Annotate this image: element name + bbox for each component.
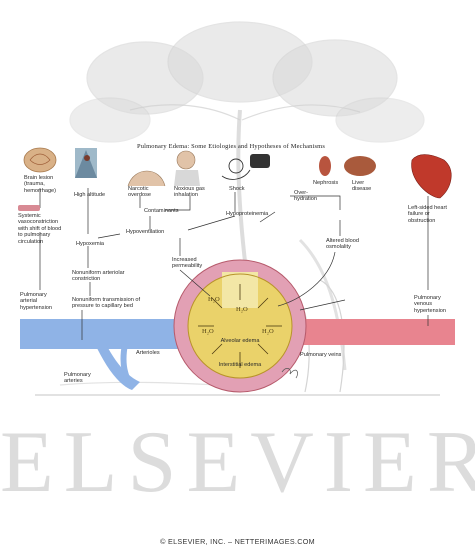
label-pulmonary-arterial-hypertension: Pulmonary arterial hypertension xyxy=(20,292,53,311)
patient-overdose-icon xyxy=(127,170,166,187)
label-hypoventilation: Hypoventilation xyxy=(126,229,165,235)
pulmonary-artery-vessel xyxy=(20,319,195,349)
water-label: H₂O xyxy=(236,306,248,313)
label-contaminants: Contaminants xyxy=(144,208,179,214)
gauge-icon xyxy=(228,158,244,174)
label-interstitial-edema: Interstitial edema xyxy=(218,362,262,368)
flow-arrows xyxy=(39,188,429,340)
arteriole-branch-2 xyxy=(120,343,131,382)
label-liver-disease: Liver disease xyxy=(352,180,372,193)
pulmonary-vein-vessel xyxy=(295,319,455,345)
brain-icon xyxy=(23,147,57,173)
tree-watermark xyxy=(35,21,440,396)
label-systemic-vasoconstriction: Systemic vasoconstriction with shift of … xyxy=(18,213,62,245)
alveolar-capillary-unit xyxy=(173,259,307,393)
gas-inhalation-face-icon xyxy=(176,150,196,170)
heart-icon xyxy=(411,154,452,199)
water-label: H₂O xyxy=(202,328,214,335)
label-noxious-gas: Noxious gas inhalation xyxy=(174,186,205,199)
liver-icon xyxy=(344,156,376,176)
label-nonuniform-transmission: Nonuniform transmission of pressure to c… xyxy=(72,297,141,310)
vessel-constriction-icon xyxy=(18,205,40,211)
label-hypoproteinemia: Hypoproteinemia xyxy=(226,211,269,217)
label-increased-permeability: Increased permeability xyxy=(172,257,203,270)
blood-pressure-cuff-icon xyxy=(250,154,270,168)
label-brain-lesion: Brain lesion (trauma, hemorrhage) xyxy=(24,175,57,194)
label-high-altitude: High altitude xyxy=(74,192,106,198)
water-label: H₂O xyxy=(262,328,274,335)
label-nephrosis: Nephrosis xyxy=(313,180,339,186)
diagram-title: Pulmonary Edema: Some Etiologies and Hyp… xyxy=(136,143,326,150)
label-narcotic-overdose: Narcotic overdose xyxy=(128,186,152,199)
label-nonuniform-constriction: Nonuniform arteriolar constriction xyxy=(72,270,125,283)
etiology-pictures xyxy=(18,147,452,211)
label-left-heart-failure: Left-sided heart failure or obstruction xyxy=(408,205,447,224)
label-pulmonary-arteries: Pulmonary arteries xyxy=(64,372,91,385)
fluid-arrows xyxy=(198,284,282,368)
pulmonary-vessels xyxy=(20,319,455,390)
artist-signature xyxy=(281,368,298,379)
publisher-watermark: ELSEVIER xyxy=(0,414,475,511)
label-pulmonary-veins: Pulmonary veins xyxy=(300,352,342,358)
water-label: H₂O xyxy=(208,296,220,303)
label-shock: Shock xyxy=(229,186,245,192)
label-arterioles: Arterioles xyxy=(136,350,160,356)
label-altered-osmolality: Altered blood osmolality xyxy=(326,238,359,251)
kidney-icon xyxy=(319,156,331,176)
copyright-footer: © ELSEVIER, INC. – NETTERIMAGES.COM xyxy=(160,537,315,546)
label-alveolar-edema: Alveolar edema xyxy=(220,338,260,344)
label-hypoxemia: Hypoxemia xyxy=(76,241,104,247)
label-overhydration: Over- hydration xyxy=(294,190,318,203)
label-pulmonary-venous-hypertension: Pulmonary venous hypertension xyxy=(414,295,447,314)
